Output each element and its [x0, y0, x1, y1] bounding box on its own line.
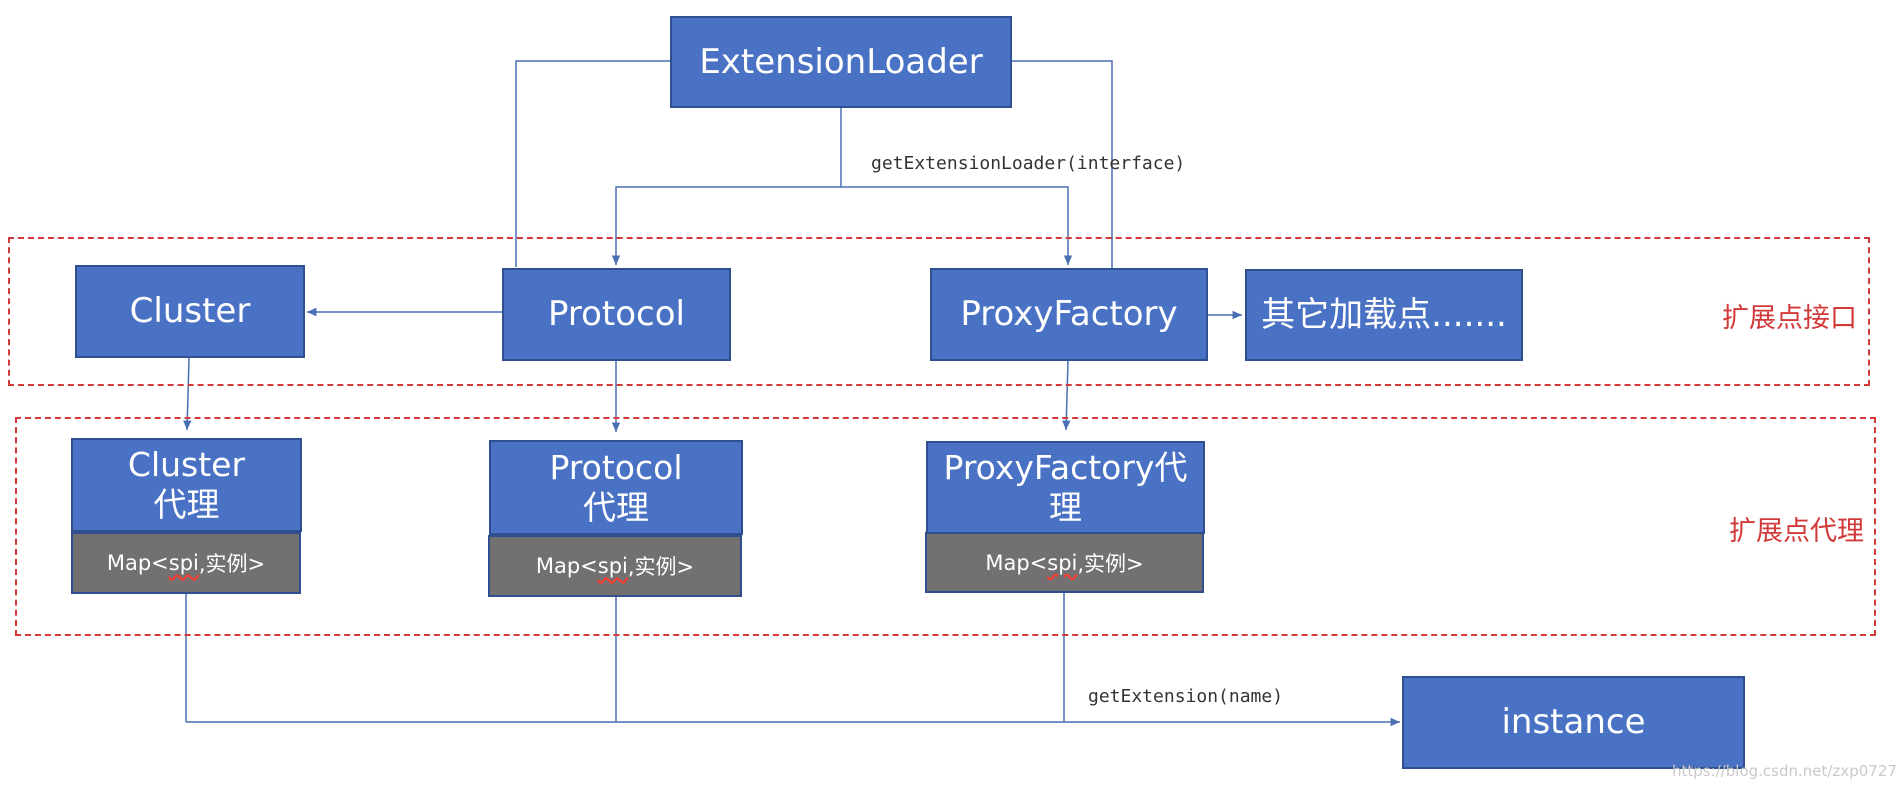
proxy-region: [15, 417, 1876, 636]
cluster-node: Cluster: [75, 265, 305, 358]
watermark: https://blog.csdn.net/zxp0727: [1672, 762, 1897, 780]
map-suffix: ,实例>: [198, 552, 266, 576]
proxy-factory-map: Map<spi,实例>: [925, 532, 1204, 593]
interface-region-label: 扩展点接口: [1722, 303, 1857, 334]
other-points-node: 其它加载点.......: [1245, 269, 1523, 361]
instance-node: instance: [1402, 676, 1745, 769]
cluster-proxy-line-1: Cluster: [127, 445, 246, 485]
protocol-proxy-node: Protocol 代理: [489, 440, 743, 535]
protocol-map: Map<spi,实例>: [488, 535, 742, 597]
protocol-proxy-line-1: Protocol: [549, 447, 683, 487]
proxy-factory-proxy-line-1: ProxyFactory代: [943, 447, 1188, 487]
map-spi: spi: [1047, 550, 1078, 575]
edge-loader-left-branch: [515, 60, 670, 267]
edge-loader-to-protocol: [611, 186, 841, 265]
cluster-proxy-line-2: 代理: [153, 485, 220, 524]
map-prefix: Map<: [985, 550, 1048, 575]
interface-region: [8, 237, 1870, 386]
map-suffix: ,实例>: [1077, 551, 1144, 576]
extension-loader-node: ExtensionLoader: [670, 16, 1012, 108]
map-spi: spi: [168, 551, 199, 575]
protocol-proxy-line-2: 代理: [583, 487, 649, 527]
cluster-map: Map<spi,实例>: [71, 532, 301, 594]
map-prefix: Map<: [106, 551, 169, 575]
proxy-region-label: 扩展点代理: [1729, 516, 1864, 547]
map-spi: spi: [597, 554, 628, 578]
map-suffix: ,实例>: [627, 555, 695, 579]
proxy-factory-proxy-line-2: 理: [1049, 487, 1082, 527]
get-extension-label: getExtension(name): [1088, 686, 1284, 707]
edge-loader-to-proxyfactory: [841, 186, 1073, 265]
edge-loader-right-branch: [1012, 60, 1113, 268]
map-prefix: Map<: [535, 554, 598, 578]
get-extension-loader-label: getExtensionLoader(interface): [871, 153, 1186, 174]
proxy-factory-proxy-node: ProxyFactory代 理: [926, 441, 1205, 534]
cluster-proxy-node: Cluster 代理: [71, 438, 302, 532]
protocol-node: Protocol: [502, 268, 731, 361]
proxy-factory-node: ProxyFactory: [930, 268, 1208, 361]
